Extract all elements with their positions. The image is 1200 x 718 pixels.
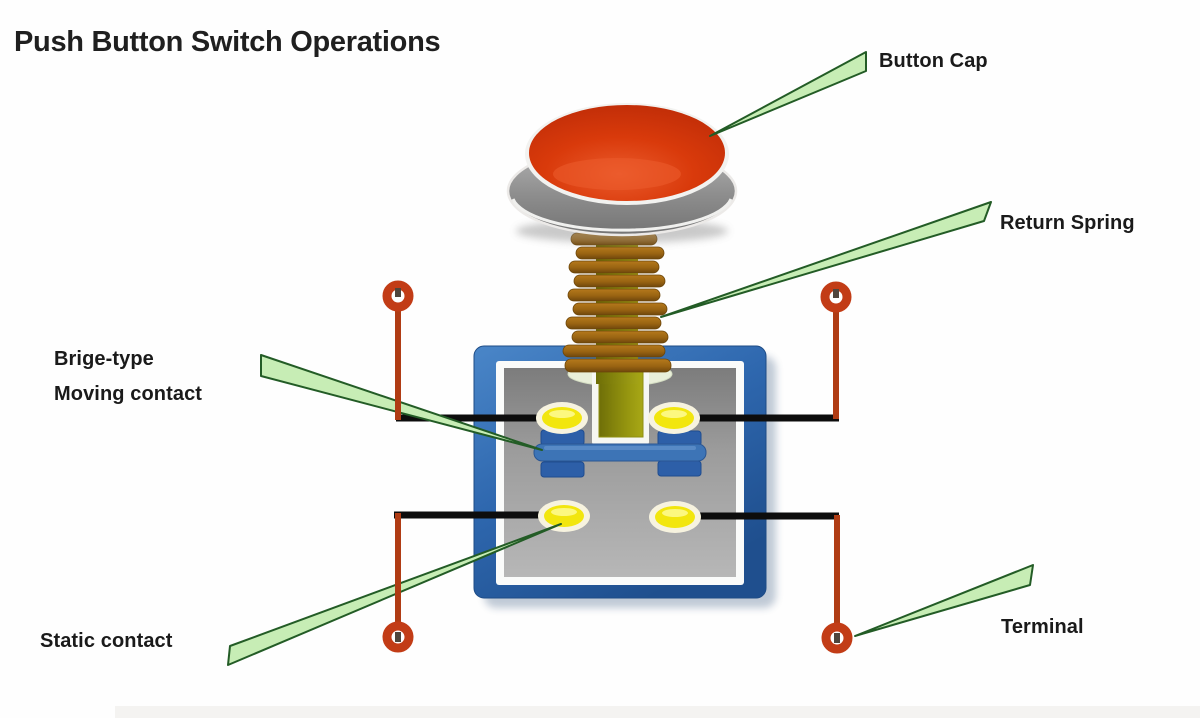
- callout-moving-contact: [260, 354, 543, 451]
- button-cap-label: Button Cap: [879, 50, 988, 72]
- page-title: Push Button Switch Operations: [14, 26, 441, 58]
- bridge-clip-bottom-right: [657, 460, 702, 477]
- spring-loops: [562, 232, 672, 373]
- bottom-strip: [115, 706, 1200, 718]
- terminal-ring-top-right: [820, 281, 852, 313]
- moving-contact-label-line2: Moving contact: [54, 383, 203, 405]
- terminal-ring-bottom-right: [821, 622, 853, 654]
- return-spring-label: Return Spring: [1000, 212, 1135, 234]
- moving-contact-bridge: [533, 429, 707, 478]
- terminal-label: Terminal: [1001, 616, 1084, 638]
- static-contact-label: Static contact: [40, 630, 173, 652]
- bridge-clip-bottom-left: [540, 461, 585, 478]
- callout-return-spring: [660, 201, 992, 318]
- terminal-ring-top-left: [382, 280, 414, 312]
- terminal-notch-bottom-right: [834, 633, 840, 643]
- wires: [394, 414, 839, 520]
- callout-terminal: [854, 564, 1034, 637]
- contact-upper-left: [536, 402, 588, 434]
- return-spring-coil: [562, 232, 672, 384]
- button-cap-dome: [506, 103, 738, 243]
- cap-highlight: [553, 158, 681, 190]
- contact-upper-right: [648, 402, 700, 434]
- terminal-ring-bottom-left: [382, 621, 414, 653]
- terminal-notch-top-right: [833, 289, 839, 298]
- static-contacts: [536, 402, 701, 533]
- terminals: [382, 280, 853, 654]
- callout-wedges: [227, 51, 1034, 666]
- terminal-notch-top-left: [395, 288, 401, 297]
- button-base-rim: [511, 198, 733, 232]
- contact-lower-left: [538, 500, 590, 532]
- terminal-notch-bottom-left: [395, 632, 401, 642]
- bridge-bar-highlight: [544, 446, 696, 450]
- contact-lower-right: [649, 501, 701, 533]
- moving-contact-label-line1: Brige-type: [54, 348, 154, 370]
- callout-button-cap: [709, 51, 867, 137]
